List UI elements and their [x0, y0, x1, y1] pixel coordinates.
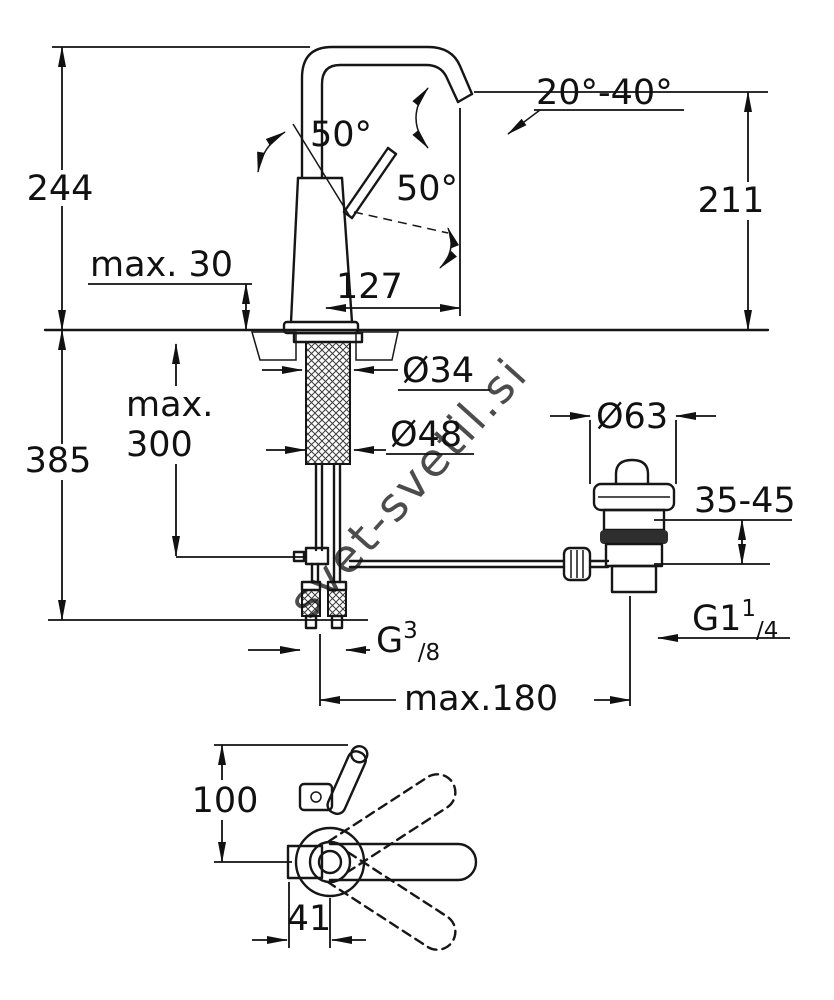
drain-knob	[614, 458, 650, 486]
under-deck-assembly	[251, 331, 399, 630]
handle-edge-2	[350, 152, 398, 220]
body-mid-circle	[308, 840, 352, 884]
body-right-edge	[340, 176, 354, 324]
popup-drain-assembly	[348, 458, 676, 594]
angle-spout-label: 20°-40°	[536, 73, 673, 113]
spout-position-dashed-down	[327, 851, 457, 951]
handle-pivot-circle	[310, 791, 322, 803]
handle-arc-left	[257, 131, 286, 173]
spout-arm-plan	[328, 842, 478, 882]
rod-knurled-joint	[562, 546, 592, 582]
spout-position-dashed-up	[327, 773, 457, 873]
dim-max180-label: max.180	[404, 679, 558, 719]
deck-section-left	[251, 331, 297, 361]
dia-63-label: Ø63	[596, 397, 668, 437]
dim-max30-label: max. 30	[90, 245, 233, 285]
handle-tip-cap	[386, 146, 398, 156]
mounting-flange	[292, 331, 364, 344]
dim-127-label: 127	[336, 267, 403, 307]
spout-outlet-face	[456, 92, 474, 104]
plan-view-faucet	[286, 745, 478, 951]
angle-50-right-label: 50°	[396, 169, 458, 209]
handle-arc-right	[439, 227, 460, 269]
handle-tip-circle	[350, 745, 369, 764]
spout-inner-edge	[320, 63, 460, 180]
dim-41-label: 41	[287, 899, 332, 939]
dim-100-label: 100	[192, 781, 259, 821]
dim-max300-label-2: 300	[126, 425, 193, 465]
handle-plan	[326, 745, 369, 815]
spout-swivel-arc	[412, 87, 429, 149]
dim-35-45-label: 35-45	[694, 481, 796, 521]
angle-50-left-label: 50°	[310, 115, 372, 155]
handle-axis-line	[292, 123, 350, 216]
drain-seal-band	[600, 530, 668, 544]
hose-nipple	[304, 614, 318, 630]
deck-section-right	[355, 331, 399, 361]
body-left-edge	[289, 176, 300, 324]
threaded-shank	[305, 341, 351, 465]
body-outer-circle	[294, 826, 366, 898]
handle-pivot-box	[298, 782, 334, 812]
dim-max300-label-1: max.	[126, 385, 213, 425]
dim-211-label: 211	[698, 181, 765, 221]
thread-drain-label: G11/4	[692, 596, 778, 644]
body-inner-circle	[317, 849, 343, 875]
dim-385-label: 385	[25, 441, 92, 481]
drain-body	[604, 542, 664, 568]
dimension-annotations: 244 385 max. 30 max. 300 50° 50° 20°-40°…	[25, 46, 796, 948]
hose-nipple	[330, 614, 344, 630]
thread-hose-label: G3/8	[376, 618, 440, 666]
body-tab-plan	[286, 844, 324, 880]
dim-244-label: 244	[27, 169, 94, 209]
handle-axis-dashed	[353, 211, 449, 234]
drain-tailpipe	[610, 564, 658, 594]
handle-base-cap	[342, 210, 354, 220]
handle-edge-1	[342, 146, 390, 214]
side-view-faucet	[43, 45, 770, 335]
angle-spout-leader	[507, 109, 541, 135]
dia-48-label: Ø48	[390, 415, 462, 455]
dia-34-label: Ø34	[402, 351, 474, 391]
spout-outer-edge	[300, 45, 474, 180]
